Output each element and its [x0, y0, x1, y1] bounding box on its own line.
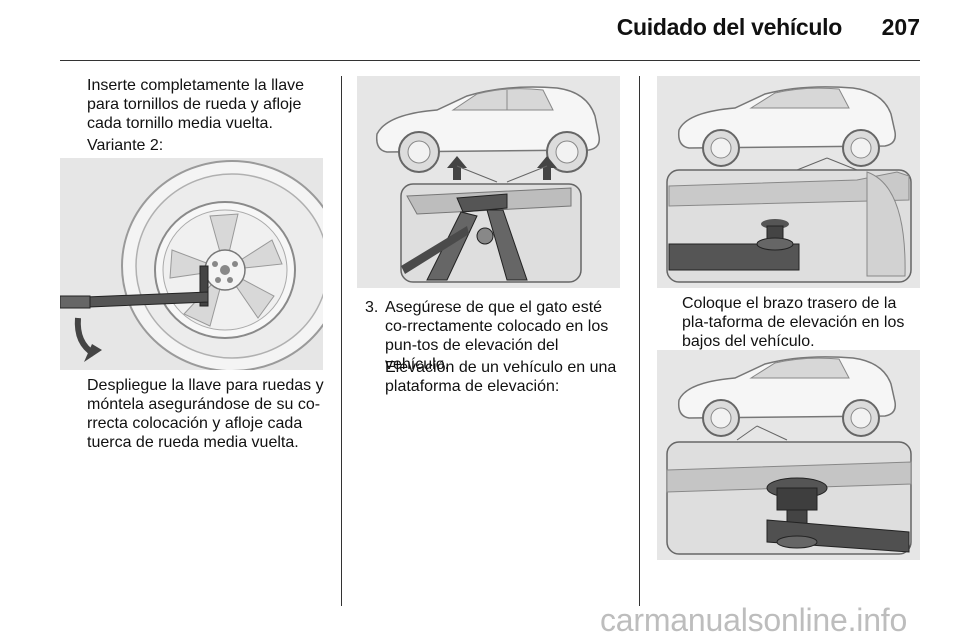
step-text-jack: Asegúrese de que el gato esté co-rrectam…: [385, 299, 609, 373]
step-number: 3.: [365, 299, 379, 316]
header-divider: [60, 60, 920, 61]
figure-lift-front-arm: [657, 350, 920, 560]
paragraph-insert-wrench: Inserte completamente la llave para torn…: [87, 77, 304, 132]
page-number: 207: [881, 14, 920, 40]
watermark: carmanualsonline.info: [600, 602, 908, 638]
figure-jack-position: [357, 76, 620, 288]
figure-wheel-wrench: [60, 158, 323, 370]
paragraph-rear-arm: Coloque el brazo trasero de la pla-tafor…: [682, 295, 905, 350]
paragraph-lift-platform: Elevación de un vehículo en una platafor…: [385, 359, 617, 395]
figure-lift-rear-arm: [657, 76, 920, 288]
page-header-title: Cuidado del vehículo: [616, 14, 843, 40]
column-divider-1: [341, 76, 342, 606]
paragraph-unfold-wrench: Despliegue la llave para ruedas y móntel…: [87, 377, 324, 451]
variant-label: Variante 2:: [87, 137, 164, 154]
column-divider-2: [639, 76, 640, 606]
